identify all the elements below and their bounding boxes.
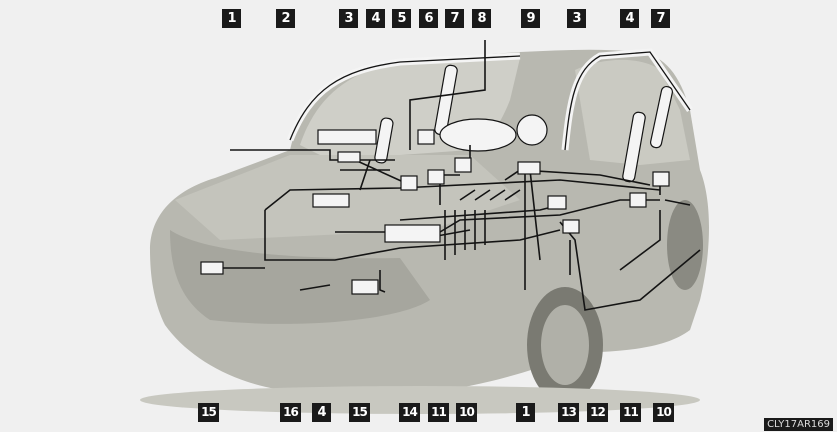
sensor-seat (338, 152, 360, 162)
airbag-ecu (385, 225, 440, 242)
callout-15: 15 (198, 403, 219, 422)
callout-14: 14 (399, 403, 420, 422)
callout-16: 16 (280, 403, 301, 422)
passenger-airbag (440, 119, 516, 151)
sensor-right-2 (563, 220, 579, 233)
callout-4b: 4 (620, 9, 639, 28)
image-code-label: CLY17AR169 (764, 418, 833, 431)
sensor-right-4 (653, 172, 669, 186)
front-wheel-rim (541, 305, 589, 385)
sensor-front-center (352, 280, 378, 294)
sensor-front-left (201, 262, 223, 274)
sensor-right-1 (548, 196, 566, 209)
knee-airbag (318, 130, 376, 144)
sensor-side-2 (401, 176, 417, 190)
rear-wheel (667, 200, 703, 290)
callout-4: 4 (366, 9, 385, 28)
sensor-mid-3 (518, 162, 540, 174)
callout-13: 13 (558, 403, 579, 422)
callout-4c: 4 (312, 403, 331, 422)
steering-airbag (517, 115, 547, 145)
callout-3b: 3 (567, 9, 586, 28)
callout-3: 3 (339, 9, 358, 28)
callout-8: 8 (472, 9, 491, 28)
sensor-side-1 (313, 194, 349, 207)
sensor-right-3 (630, 193, 646, 207)
callout-10b: 10 (653, 403, 674, 422)
callout-15b: 15 (349, 403, 370, 422)
sensor-mid-1 (428, 170, 444, 184)
callout-10: 10 (456, 403, 477, 422)
callout-7b: 7 (651, 9, 670, 28)
callout-11b: 11 (620, 403, 641, 422)
callout-1: 1 (222, 9, 241, 28)
callout-2: 2 (276, 9, 295, 28)
callout-1b: 1 (516, 403, 535, 422)
callout-9: 9 (521, 9, 540, 28)
callout-11: 11 (428, 403, 449, 422)
callout-6: 6 (419, 9, 438, 28)
callout-7: 7 (445, 9, 464, 28)
callout-5: 5 (392, 9, 411, 28)
sensor-mid-2 (455, 158, 471, 172)
callout-12: 12 (587, 403, 608, 422)
car-shadow (140, 386, 700, 414)
sensor-upper (418, 130, 434, 144)
